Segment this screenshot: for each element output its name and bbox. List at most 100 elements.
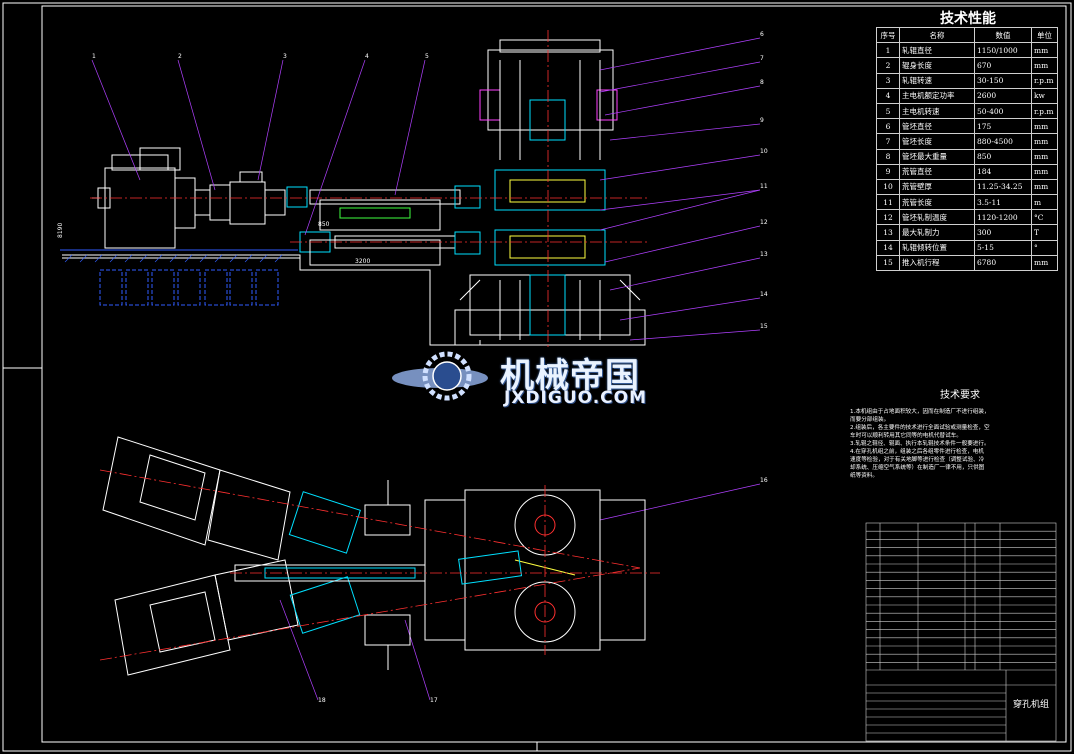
- cell-unit: °: [1031, 239, 1058, 256]
- part-number-label: 14: [760, 291, 768, 298]
- watermark-emblem: [392, 351, 488, 401]
- tech-requirements-title: 技术要求: [940, 390, 980, 401]
- cell-no: 13: [876, 224, 900, 241]
- cell-unit: mm: [1031, 57, 1058, 74]
- part-number-label: 8: [760, 79, 764, 86]
- part-number-label: 5: [425, 53, 429, 60]
- cell-no: 12: [876, 209, 900, 226]
- cell-name: 荒管长度: [899, 194, 975, 211]
- plan-view: [102, 436, 646, 676]
- requirement-line: 纸等资料。: [850, 473, 878, 479]
- centerlines-top: [90, 30, 650, 350]
- cell-no: 9: [876, 163, 900, 180]
- dimension-label: 3200: [355, 258, 370, 265]
- cell-value: 11.25-34.25: [974, 178, 1032, 196]
- cell-name: 荒管直径: [899, 163, 975, 180]
- cell-value: 2600: [974, 87, 1032, 104]
- cell-name: 荒管壁厚: [899, 178, 975, 196]
- cell-name: 管坯长度: [899, 133, 975, 150]
- cell-value: 184: [974, 163, 1032, 180]
- cell-unit: mm: [1031, 163, 1058, 180]
- cell-unit: mm: [1031, 148, 1058, 165]
- cell-no: 14: [876, 239, 900, 256]
- part-number-label: 17: [430, 697, 438, 704]
- requirement-line: 车时可以顺利转用其它同等的电机代替试车。: [850, 433, 962, 439]
- part-number-label: 12: [760, 219, 768, 226]
- cell-unit: mm: [1031, 118, 1058, 135]
- dimension-label: 8190: [57, 223, 64, 238]
- dimension-label: 850: [318, 221, 330, 228]
- part-number-label: 3: [283, 53, 287, 60]
- drawing-name: 穿孔机组: [1012, 700, 1049, 710]
- cell-unit: kw: [1031, 87, 1058, 104]
- cell-name: 主电机额定功率: [899, 87, 975, 104]
- cell-unit: r.p.m: [1031, 102, 1058, 120]
- requirement-line: 而要分部组装。: [850, 417, 890, 423]
- cell-unit: T: [1031, 224, 1058, 241]
- cell-unit: mm: [1031, 42, 1058, 59]
- cell-value: 50-400: [974, 102, 1032, 120]
- part-number-label: 4: [365, 53, 369, 60]
- header-no: 序号: [876, 26, 900, 44]
- cell-no: 8: [876, 148, 900, 165]
- cell-unit: °C: [1031, 209, 1058, 226]
- watermark-en: JXDIGUO.COM: [504, 388, 648, 408]
- leader-lines-top: [91, 37, 761, 701]
- cell-unit: m: [1031, 194, 1058, 211]
- part-number-label: 7: [760, 55, 764, 62]
- watermark: 机械帝国 JXDIGUO.COM: [388, 344, 688, 414]
- cell-no: 3: [876, 72, 900, 89]
- cell-no: 5: [876, 102, 900, 120]
- cell-unit: mm: [1031, 178, 1058, 196]
- cell-unit: mm: [1031, 133, 1058, 150]
- cell-no: 1: [876, 42, 900, 59]
- requirement-line: 4.在穿孔机组之前，组装之后各组零件进行检查，电机: [850, 449, 984, 455]
- cell-value: 6780: [974, 254, 1032, 272]
- part-number-label: 6: [760, 31, 764, 38]
- header-value: 数值: [974, 26, 1032, 44]
- table-header-row: 序号 名称 数值 单位: [876, 26, 1058, 44]
- cell-unit: r.p.m: [1031, 72, 1058, 89]
- watermark-cn: 机械帝国: [500, 356, 640, 396]
- tech-performance-title: 技术性能: [940, 11, 996, 27]
- cell-unit: mm: [1031, 254, 1058, 272]
- tech-requirements-list: 1.本机组由于占地面积较大，因而在制造厂不进行组装， 而要分部组装。2.组装后，…: [850, 408, 1050, 480]
- cell-value: 670: [974, 57, 1032, 74]
- cell-value: 880-4500: [974, 133, 1032, 150]
- requirement-line: 2.组装后，各主要件的技术进行全面试验或测量检查，空: [850, 425, 990, 431]
- cell-no: 4: [876, 87, 900, 104]
- side-elevation-view: [60, 39, 646, 346]
- cell-no: 11: [876, 194, 900, 211]
- part-number-label: 13: [760, 251, 768, 258]
- part-number-label: 16: [760, 477, 768, 484]
- part-number-label: 9: [760, 117, 764, 124]
- title-block: [865, 522, 1057, 742]
- cell-name: 辊身长度: [899, 57, 975, 74]
- cell-name: 轧辊直径: [899, 42, 975, 59]
- header-unit: 单位: [1031, 26, 1058, 44]
- dimension-labels: 8190 3200 850: [57, 221, 370, 265]
- cell-name: 管坯直径: [899, 118, 975, 135]
- cell-no: 6: [876, 118, 900, 135]
- cell-no: 15: [876, 254, 900, 272]
- cell-name: 推入机行程: [899, 254, 975, 272]
- cell-name: 轧辊转速: [899, 72, 975, 89]
- cell-value: 1150/1000: [974, 42, 1032, 59]
- cell-value: 1120-1200: [974, 209, 1032, 226]
